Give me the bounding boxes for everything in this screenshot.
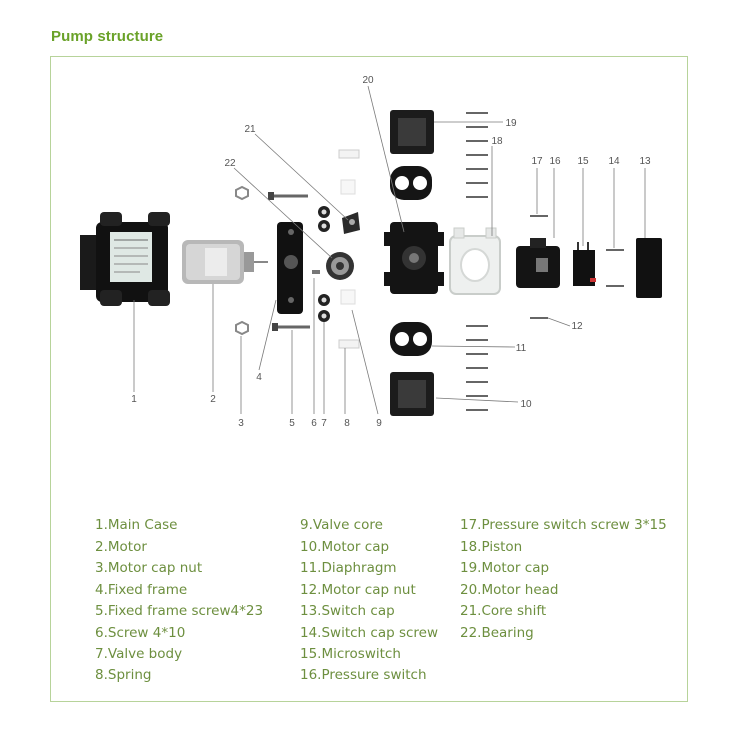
motor-cap-nut-part — [235, 185, 249, 336]
part-number-13: 13 — [639, 156, 651, 167]
legend-item: 14.Switch cap screw — [300, 625, 439, 641]
legend-item: 10.Motor cap — [300, 539, 390, 555]
bearing-part — [326, 252, 354, 280]
legend-item: 18.Piston — [460, 539, 523, 555]
fixed-frame-part — [277, 222, 303, 314]
legend-item: 6.Screw 4*10 — [95, 625, 186, 641]
motor-part — [182, 240, 268, 284]
page-title: Pump structure — [51, 28, 164, 45]
part-number-20: 20 — [362, 75, 374, 86]
part-number-14: 14 — [608, 156, 620, 167]
legend-item: 4.Fixed frame — [95, 582, 188, 598]
piston-part — [449, 227, 501, 295]
diagram-frame — [50, 56, 688, 702]
legend-item: 1.Main Case — [95, 517, 178, 533]
part-number-4: 4 — [256, 372, 262, 383]
part-number-11: 11 — [516, 343, 527, 354]
legend-item: 5.Fixed frame screw4*23 — [95, 603, 264, 619]
legend-item: 22.Bearing — [460, 625, 534, 641]
legend-item: 19.Motor cap — [460, 560, 550, 576]
part-number-12: 12 — [571, 321, 583, 332]
part-number-19: 19 — [505, 118, 517, 129]
part-number-15: 15 — [577, 156, 589, 167]
core-shift-part — [342, 212, 360, 234]
legend-item: 15.Microswitch — [300, 646, 401, 662]
diaphragm-part — [390, 166, 432, 356]
motor-head-part — [384, 222, 444, 294]
leader-lines — [133, 85, 646, 415]
part-number-22: 22 — [224, 158, 236, 169]
part-number-8: 8 — [344, 418, 350, 429]
main-case-part — [80, 212, 170, 306]
switch-cap-screw-part — [606, 249, 624, 287]
part-number-10: 10 — [520, 399, 532, 410]
fixed-frame-screw-part — [268, 192, 310, 331]
legend-item: 8.Spring — [95, 667, 152, 683]
legend-item: 13.Switch cap — [300, 603, 395, 619]
legend-item: 12.Motor cap nut — [300, 582, 416, 598]
legend-item: 11.Diaphragm — [300, 560, 397, 576]
part-number-18: 18 — [491, 136, 503, 147]
legend-item: 3.Motor cap nut — [95, 560, 203, 576]
motor-cap-part — [390, 110, 434, 416]
part-number-9: 9 — [376, 418, 382, 429]
part-number-17: 17 — [531, 156, 543, 167]
microswitch-part — [573, 242, 596, 286]
legend-item: 2.Motor — [95, 539, 147, 555]
pressure-switch-part — [516, 238, 560, 288]
part-number-6: 6 — [311, 418, 317, 429]
part-number-5: 5 — [289, 418, 295, 429]
legend-item: 16.Pressure switch — [300, 667, 427, 683]
part-number-2: 2 — [210, 394, 216, 405]
part-number-7: 7 — [321, 418, 327, 429]
part-number-1: 1 — [131, 394, 137, 405]
part-number-21: 21 — [244, 124, 256, 135]
screw-set-part — [466, 112, 548, 411]
part-number-3: 3 — [238, 418, 244, 429]
switch-cap-part — [636, 238, 662, 298]
spring-part — [338, 149, 360, 349]
legend-item: 21.Core shift — [460, 603, 547, 619]
legend-item: 9.Valve core — [300, 517, 383, 533]
valve-body-part — [312, 206, 330, 322]
legend-item: 17.Pressure switch screw 3*15 — [460, 517, 667, 533]
part-number-16: 16 — [549, 156, 561, 167]
legend-item: 20.Motor head — [460, 582, 559, 598]
legend-item: 7.Valve body — [95, 646, 183, 662]
